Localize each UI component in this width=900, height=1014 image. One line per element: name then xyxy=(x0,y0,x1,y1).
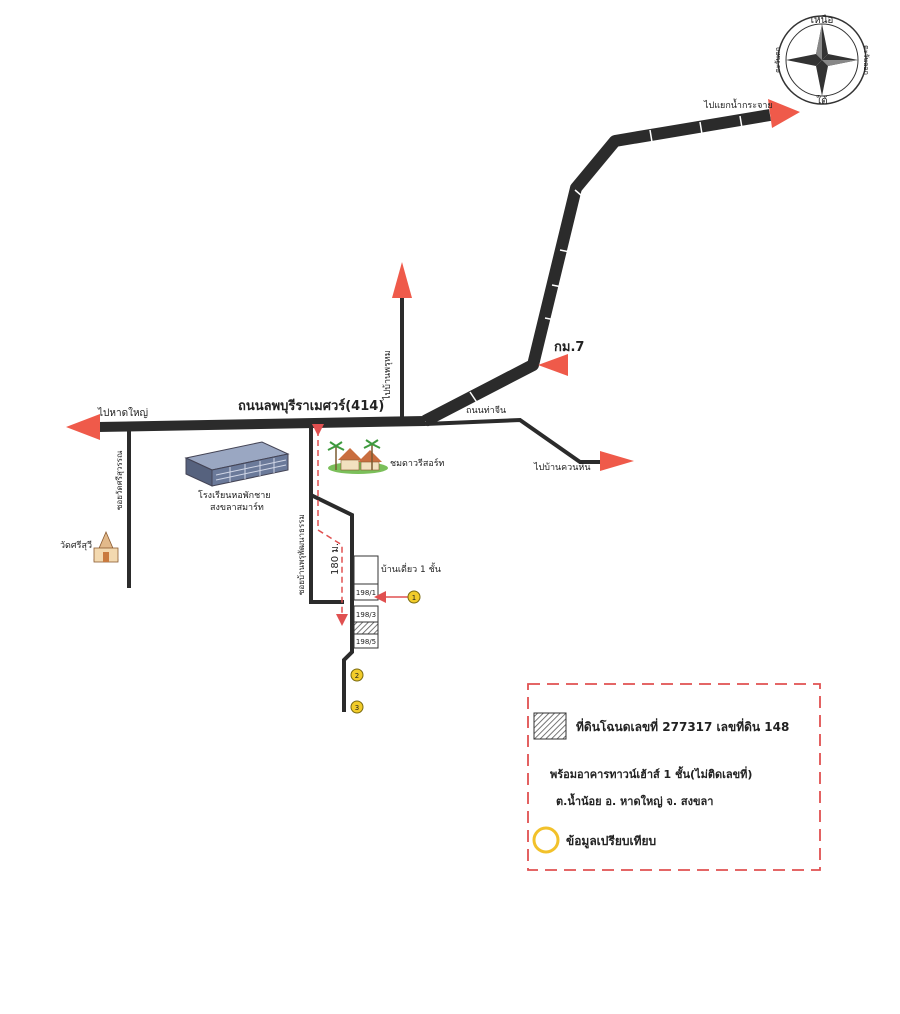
arrow-km-marker-icon xyxy=(538,354,568,376)
comparable-marker-2-label: 2 xyxy=(355,672,359,680)
lot-box-3 xyxy=(353,633,379,649)
route-distance: 180 ม. xyxy=(312,424,348,626)
comparable-marker-2 xyxy=(350,668,364,682)
temple-icon: วัดศรีสุวี xyxy=(60,530,119,563)
arrow-to-namkrachai-icon xyxy=(768,99,800,128)
road-soi-left: ซอยวัดศรีสุวรรณ xyxy=(115,427,131,588)
comparable-markers: 1 2 3 xyxy=(350,590,421,714)
label-main-road: ถนนลพบุรีราเมศวร์(414) xyxy=(238,398,384,414)
label-side-road: ถนนท่าจีน xyxy=(466,405,506,416)
label-temple: วัดศรีสุวี xyxy=(60,540,92,551)
arrow-north-icon xyxy=(392,262,412,298)
label-soi-left: ซอยวัดศรีสุวรรณ xyxy=(115,450,124,510)
property-lots: บ้านเดี่ยว 1 ชั้น 198/1 198/3 198/5 xyxy=(353,555,441,649)
label-soi-center: ซอยบ้านพรุพัฒนาธรรม xyxy=(297,514,306,595)
road-north-branch: ไปบ้านพรุหม xyxy=(382,262,412,420)
legend-building: พร้อมอาคารทาวน์เฮ้าส์ 1 ชั้น(ไม่ติดเลขที… xyxy=(550,766,752,781)
legend-box: ที่ดินโฉนดเลขที่ 277317 เลขที่ดิน 148 พร… xyxy=(527,683,821,871)
resort-icon: ชมดาวรีสอร์ท xyxy=(327,439,445,474)
label-school-1: โรงเรียนหอพักชาย xyxy=(198,490,271,501)
label-to-north-village: ไปบ้านพรุหม xyxy=(382,350,393,401)
compass-south-label: ใต้ xyxy=(816,95,827,107)
legend-deed-label: ที่ดินโฉนดเลขที่ 277317 เลขที่ดิน 148 xyxy=(576,718,789,734)
lot-label-2: 198/3 xyxy=(356,611,376,619)
legend-hatch-swatch xyxy=(533,712,567,740)
label-resort: ชมดาวรีสอร์ท xyxy=(390,457,445,469)
legend-comparable-label: ข้อมูลเปรียบเทียบ xyxy=(566,834,656,849)
lot-label-1: 198/1 xyxy=(356,589,376,597)
legend-comparable-circle-icon xyxy=(532,826,560,854)
compass-north-label: เหนือ xyxy=(811,14,834,26)
label-to-namkrachai: ไปแยกน้ำกระจาย xyxy=(703,98,773,111)
label-school-2: สงขลาสมาร์ท xyxy=(210,501,264,513)
comparable-marker-3-label: 3 xyxy=(355,704,359,712)
compass-west-label: ตะวันตก xyxy=(774,47,782,73)
subject-lot-hatched xyxy=(353,621,379,635)
legend-address: ต.น้ำน้อย อ. หาดใหญ่ จ. สงขลา xyxy=(556,793,713,808)
label-to-khuan-hin: ไปบ้านควนหิน xyxy=(533,462,590,473)
single-house-box xyxy=(353,555,379,585)
arrow-to-hat-yai-icon xyxy=(66,414,100,440)
lot-label-3: 198/5 xyxy=(356,638,376,646)
compass-east-label: ตะวันออก xyxy=(862,45,870,75)
comparable-marker-3 xyxy=(350,700,364,714)
label-km-marker: กม.7 xyxy=(554,340,584,355)
label-single-house: บ้านเดี่ยว 1 ชั้น xyxy=(381,562,441,575)
label-distance: 180 ม. xyxy=(330,543,341,575)
comparable-marker-1-label: 1 xyxy=(412,594,416,602)
compass-rose-icon: เหนือ ใต้ ตะวันออก ตะวันตก xyxy=(774,14,870,107)
school-building-icon: โรงเรียนหอพักชาย สงขลาสมาร์ท xyxy=(184,441,290,513)
comparable-marker-1 xyxy=(407,590,421,604)
main-road: ไปหาดใหญ่ ถนนลพบุรีราเมศวร์(414) xyxy=(66,398,426,440)
label-to-hat-yai: ไปหาดใหญ่ xyxy=(97,407,148,419)
road-tha-chin: ถนนท่าจีน ไปบ้านควนหิน xyxy=(424,405,634,473)
road-to-namkrachai: ไปแยกน้ำกระจาย กม.7 xyxy=(422,98,800,427)
arrow-to-khuan-hin-icon xyxy=(600,451,634,471)
